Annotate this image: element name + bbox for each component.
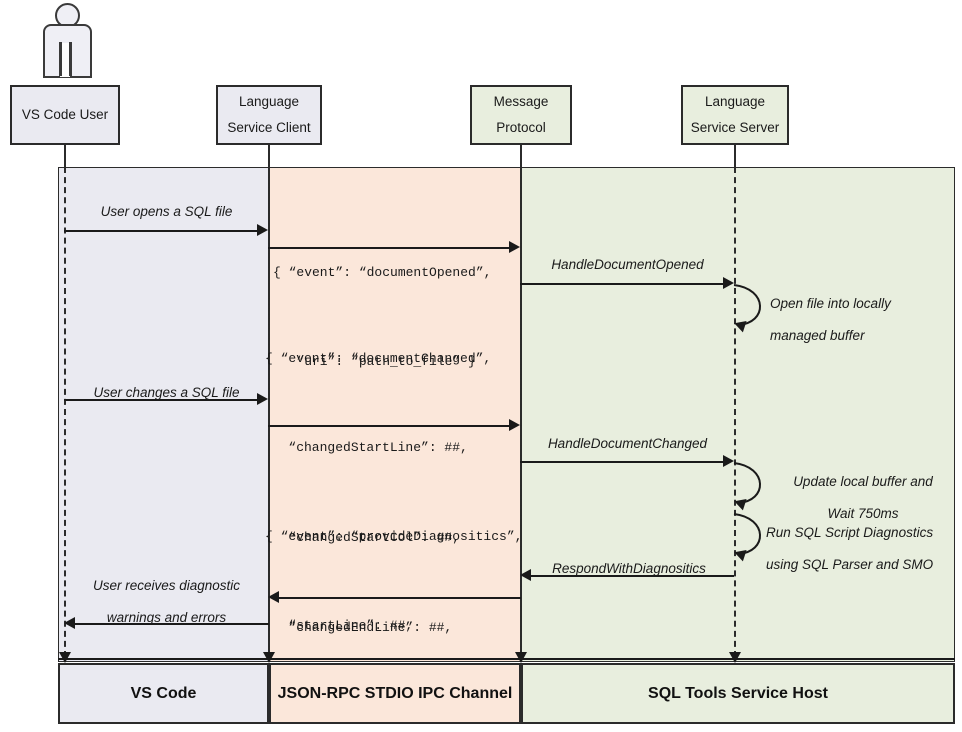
lifeline-end-arrow-language-service-client bbox=[263, 652, 275, 663]
label-handle-document-changed: HandleDocumentChanged bbox=[547, 436, 708, 451]
footer-cell-vs-code: VS Code bbox=[58, 663, 269, 724]
lifeline-language-service-client bbox=[268, 167, 270, 657]
payload-line: { “event”: “provideDiagnositics”, bbox=[265, 528, 523, 544]
arrow-handle-document-opened bbox=[520, 283, 723, 285]
payload-line: { “event”: “documentChanged”, bbox=[265, 350, 492, 366]
lifeline-stub-language-service-client bbox=[268, 145, 270, 167]
lifeline-end-arrow-message-protocol bbox=[515, 652, 527, 663]
label-user-changes-sql-file: User changes a SQL file bbox=[93, 385, 240, 400]
self-call-loop-open-file-buffer bbox=[733, 284, 761, 326]
payload-line: { “event”: “documentOpened”, bbox=[273, 264, 492, 280]
arrow-protocol-to-client-diagnostics bbox=[279, 597, 521, 599]
arrow-user-opens-sql-file bbox=[64, 230, 257, 232]
label-respond-with-diagnostics: RespondWithDiagnositics bbox=[552, 561, 706, 576]
participant-label-line2: Protocol bbox=[496, 120, 546, 135]
arrowhead-handle-document-changed bbox=[723, 455, 734, 467]
label-line2: warnings and errors bbox=[106, 609, 227, 625]
footer-cell-json-rpc-stdio-ipc-channel: JSON-RPC STDIO IPC Channel bbox=[269, 663, 521, 724]
label-line1: Open file into locally bbox=[770, 296, 891, 311]
arrowhead-respond-with-diagnostics bbox=[520, 569, 531, 581]
payload-line: “changedEndLine”: ##, bbox=[265, 619, 453, 635]
arrow-client-to-protocol-opened bbox=[268, 247, 509, 249]
label-user-opens-sql-file: User opens a SQL file bbox=[100, 204, 233, 219]
lifeline-vs-code-user bbox=[64, 167, 66, 657]
participant-label-line1: Language bbox=[238, 93, 300, 109]
lifeline-stub-vs-code-user bbox=[64, 145, 66, 167]
self-call-loop-run-diagnostics bbox=[733, 513, 761, 555]
participant-language-service-server: Language Service Server bbox=[681, 85, 789, 145]
footer-label: VS Code bbox=[130, 684, 197, 702]
label-line2: Wait 750ms bbox=[827, 505, 899, 521]
participant-label-line2: Service Client bbox=[227, 120, 311, 135]
footer-label: SQL Tools Service Host bbox=[648, 684, 828, 702]
footer-top-rule bbox=[58, 658, 955, 660]
self-call-loop-update-buffer-wait bbox=[733, 462, 761, 504]
band-sql-tools-host bbox=[521, 167, 955, 662]
payload-line: “startLine”: ##, bbox=[265, 618, 414, 634]
label-open-file-buffer: Open file into locally managed buffer bbox=[770, 288, 955, 351]
actor-leg-gap bbox=[60, 43, 70, 77]
lifeline-stub-message-protocol bbox=[520, 145, 522, 167]
label-update-buffer-wait: Update local buffer and Wait 750ms bbox=[768, 466, 958, 529]
lifeline-end-arrow-language-service-server bbox=[729, 652, 741, 663]
payload-line: “changedStartLine”: ##, bbox=[265, 440, 468, 456]
label-run-diagnostics: Run SQL Script Diagnostics using SQL Par… bbox=[766, 517, 961, 580]
arrow-user-receives-diagnostics bbox=[75, 623, 269, 625]
lifeline-language-service-server bbox=[734, 167, 736, 657]
participant-label-line1: Message bbox=[493, 93, 549, 109]
participant-label-line1: Language bbox=[704, 93, 766, 109]
actor-leg-right-edge bbox=[69, 42, 72, 76]
arrow-respond-with-diagnostics bbox=[531, 575, 734, 577]
label-line1: Update local buffer and bbox=[793, 474, 933, 489]
arrowhead-handle-document-opened bbox=[723, 277, 734, 289]
vs-code-user-actor bbox=[38, 2, 94, 78]
actor-leg-left-edge bbox=[59, 42, 62, 76]
arrow-handle-document-changed bbox=[520, 461, 723, 463]
payload-line: “uri”: “path_to_file” } bbox=[273, 354, 476, 370]
lifeline-stub-language-service-server bbox=[734, 145, 736, 167]
arrowhead-client-to-protocol-changed bbox=[509, 419, 520, 431]
arrow-client-to-protocol-changed bbox=[268, 425, 509, 427]
label-line1: User receives diagnostic bbox=[92, 578, 241, 593]
label-line1: Run SQL Script Diagnostics bbox=[766, 525, 934, 540]
arrowhead-client-to-protocol-opened bbox=[509, 241, 520, 253]
participant-vs-code-user: VS Code User bbox=[10, 85, 120, 145]
footer-cell-sql-tools-service-host: SQL Tools Service Host bbox=[521, 663, 955, 724]
label-line2: managed buffer bbox=[770, 327, 865, 343]
arrowhead-user-opens-sql-file bbox=[257, 224, 268, 236]
footer-label: JSON-RPC STDIO IPC Channel bbox=[277, 684, 513, 702]
label-handle-document-opened: HandleDocumentOpened bbox=[551, 257, 704, 272]
label-line2: using SQL Parser and SMO bbox=[766, 556, 934, 572]
lifeline-end-arrow-vs-code-user bbox=[59, 652, 71, 663]
arrow-user-changes-sql-file bbox=[64, 399, 257, 401]
payload-document-opened: { “event”: “documentOpened”, “uri”: “pat… bbox=[273, 198, 517, 437]
arrowhead-protocol-to-client-diagnostics bbox=[268, 591, 279, 603]
payload-line: “changedStartCol”: ##, bbox=[265, 530, 461, 546]
arrowhead-user-changes-sql-file bbox=[257, 393, 268, 405]
participant-language-service-client: Language Service Client bbox=[216, 85, 322, 145]
label-user-receives-diagnostics: User receives diagnostic warnings and er… bbox=[64, 570, 269, 633]
participant-message-protocol: Message Protocol bbox=[470, 85, 572, 145]
arrowhead-user-receives-diagnostics bbox=[64, 617, 75, 629]
lifeline-message-protocol bbox=[520, 167, 522, 657]
participant-label-line1: VS Code User bbox=[21, 106, 109, 122]
participant-label-line2: Service Server bbox=[690, 120, 780, 135]
